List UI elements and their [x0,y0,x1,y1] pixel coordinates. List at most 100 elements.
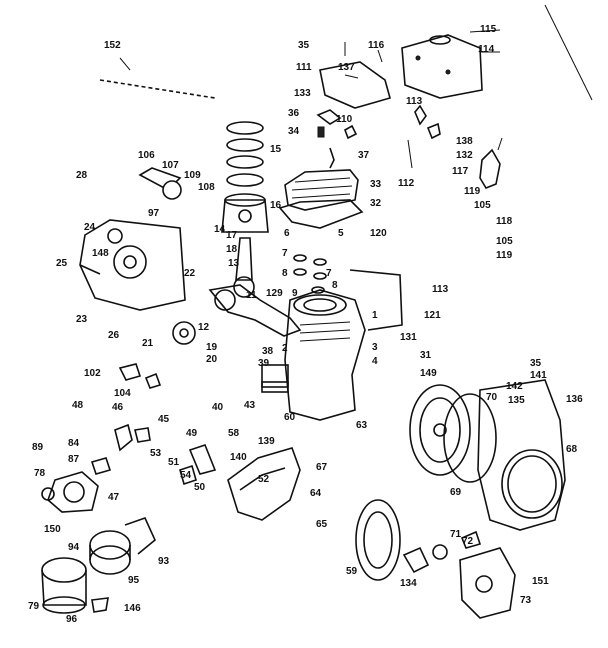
part-label: 6 [284,228,290,239]
blower-housing [477,379,566,531]
part-label: 95 [128,575,140,586]
part-label: 50 [194,482,206,493]
part-label: 78 [34,468,46,479]
filter-cover [41,557,87,614]
part-label: 12 [198,322,210,333]
part-label: 151 [532,576,549,587]
part-label: 102 [84,368,101,379]
part-label: 117 [452,166,469,177]
part-label: 136 [566,394,583,405]
part-label: 48 [72,400,84,411]
part-label: 138 [456,136,473,147]
part-label: 105 [496,236,513,247]
part-label: 129 [266,288,283,299]
part-label: 132 [456,150,473,161]
ring-gear [355,499,401,581]
part-label: 146 [124,603,141,614]
part-label: 1 [372,310,378,321]
part-label: 71 [450,529,462,540]
part-label: 59 [346,566,358,577]
part-label: 8 [332,280,338,291]
part-label: 89 [32,442,44,453]
part-label: 64 [310,488,322,499]
part-label: 84 [68,438,80,449]
part-label: 22 [184,268,196,279]
oil-pan [227,447,301,521]
part-label: 142 [506,381,523,392]
part-label: 107 [162,160,179,171]
part-label: 16 [270,200,282,211]
part-label: 119 [464,186,481,197]
part-label: 52 [258,474,270,485]
part-label: 39 [258,358,270,369]
part-label: 58 [228,428,240,439]
part-label: 73 [520,595,532,606]
part-label: 108 [198,182,215,193]
part-label: 116 [368,40,385,51]
crankcase-cover [79,219,186,311]
part-label: 36 [288,108,300,119]
part-label: 148 [92,248,109,259]
part-label: 35 [298,40,310,51]
part-label: 20 [206,354,218,365]
flywheel [409,384,497,483]
part-label: 46 [112,402,124,413]
part-label: 135 [508,395,525,406]
part-label: 94 [68,542,80,553]
part-label: 133 [294,88,311,99]
part-label: 150 [44,524,61,535]
part-label: 72 [462,536,474,547]
part-label: 18 [226,244,238,255]
part-label: 112 [398,178,415,189]
part-label: 68 [566,444,578,455]
part-label: 87 [68,454,80,465]
part-label: 32 [370,198,382,209]
piston [221,193,269,233]
part-label: 25 [56,258,68,269]
part-label: 19 [206,342,218,353]
part-label: 114 [478,44,495,55]
part-label: 67 [316,462,328,473]
part-label: 28 [76,170,88,181]
part-label: 24 [84,222,96,233]
crankshaft [208,284,302,337]
part-label: 96 [66,614,78,625]
part-label: 113 [406,96,423,107]
part-label: 119 [496,250,513,261]
part-label: 23 [76,314,88,325]
part-label: 54 [180,470,192,481]
part-label: 111 [296,62,312,73]
part-label: 49 [186,428,198,439]
part-label: 60 [284,412,296,423]
carburetor [41,471,99,513]
part-label: 43 [244,400,256,411]
part-label: 5 [338,228,344,239]
part-label: 65 [316,519,328,530]
valve-cover-plate [401,34,483,99]
part-label: 105 [474,200,491,211]
part-label: 4 [372,356,378,367]
part-label: 79 [28,601,40,612]
part-label: 8 [282,268,288,279]
part-label: 17 [226,230,238,241]
part-label: 21 [142,338,154,349]
part-label: 121 [424,310,441,321]
part-label: 9 [292,288,298,299]
part-label: 109 [184,170,201,181]
part-label: 11 [246,290,257,301]
part-label: 53 [150,448,162,459]
air-filter [89,517,156,575]
part-label: 110 [336,114,353,125]
starter-assembly [459,547,516,619]
part-label: 34 [288,126,300,137]
part-label: 70 [486,392,498,403]
part-label: 35 [530,358,542,369]
part-label: 7 [326,268,332,279]
part-label: 26 [108,330,120,341]
part-label: 31 [420,350,432,361]
part-label: 69 [450,487,462,498]
part-label: 40 [212,402,224,413]
part-label: 15 [270,144,282,155]
